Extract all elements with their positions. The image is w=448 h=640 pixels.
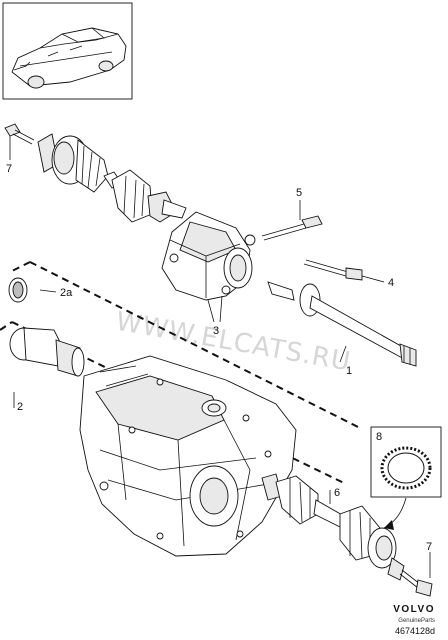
abs-ring-inset [370, 426, 442, 498]
callout-8: 8 [376, 431, 382, 443]
callout-2a: 2a [60, 287, 73, 299]
callout-6: 6 [334, 487, 340, 499]
lower-drive-shaft [261, 473, 405, 581]
upper-drive-shaft [4, 123, 187, 223]
intermediate-shaft [267, 281, 417, 367]
bolt-top [4, 123, 35, 145]
car-outline-icon [11, 27, 127, 89]
oil-seal [8, 277, 28, 303]
bolt-bottom [399, 569, 433, 597]
callout-7-bottom: 7 [426, 541, 432, 553]
callout-7-top: 7 [6, 163, 12, 175]
callout-2: 2 [17, 401, 23, 413]
bolt-4 [303, 259, 363, 281]
arrow-icon [384, 520, 394, 530]
gearbox-housing [79, 355, 297, 557]
toothed-ring-icon [380, 446, 432, 490]
output-flange [9, 327, 85, 377]
vehicle-location-inset [2, 2, 133, 100]
brand-tagline: GenuineParts [398, 618, 435, 624]
callout-1: 1 [346, 365, 352, 377]
bearing-bracket [161, 211, 256, 301]
leader-lines [9, 136, 431, 578]
diagram-reference: 4674128d [395, 626, 435, 636]
bolt-5 [261, 215, 323, 241]
callout-3: 3 [213, 325, 219, 337]
brand-name: VOLVO [393, 604, 435, 615]
callout-4: 4 [388, 277, 394, 289]
callout-5: 5 [296, 187, 302, 199]
